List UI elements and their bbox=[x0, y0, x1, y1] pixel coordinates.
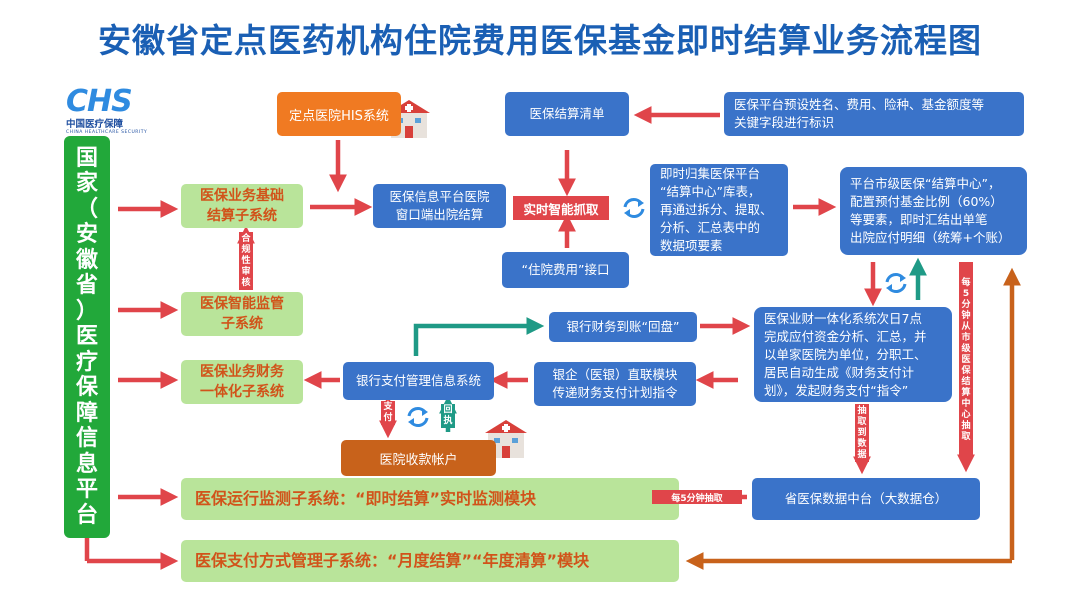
node-city-center: 平台市级医保“结算中心”， 配置预付基金比例（60%） 等要素，即时汇结出单笔 … bbox=[840, 167, 1027, 255]
node-label: 医保业财一体化系统次日7点 bbox=[764, 310, 922, 326]
node-payment-mode: 医保支付方式管理子系统：“月度结算”“年度清算”模块 bbox=[181, 540, 679, 582]
node-label: 再通过拆分、提取、 bbox=[660, 202, 773, 217]
node-label: 子系统 bbox=[221, 316, 263, 332]
node-label: 以单家医院为单位，分职工、 bbox=[764, 346, 927, 362]
node-label: 关键字段进行标识 bbox=[734, 115, 835, 130]
node-bank-direct: 银企（医银）直联模块 传递财务支付计划指令 bbox=[534, 362, 696, 406]
node-label: 医院收款帐户 bbox=[379, 452, 458, 468]
label-text: 合规性审核 bbox=[241, 233, 251, 288]
node-label: 医保智能监管 bbox=[200, 296, 284, 312]
node-label: 即时归集医保平台 bbox=[660, 166, 761, 181]
node-label: 数据项要素 bbox=[660, 238, 723, 253]
node-label: 完成应付资金分析、汇总，并 bbox=[764, 328, 927, 344]
platform-char: （ bbox=[75, 196, 98, 222]
hospital-building-icon bbox=[485, 420, 527, 458]
platform-char: 平 bbox=[75, 477, 98, 503]
platform-char: 疗 bbox=[75, 349, 98, 375]
platform-char: 障 bbox=[75, 400, 98, 426]
node-inpatient-api: “住院费用”接口 bbox=[502, 252, 629, 288]
node-label: 银行财务到账“回盘” bbox=[566, 319, 680, 334]
platform-char: 医 bbox=[75, 324, 98, 350]
label-text: 支付 bbox=[383, 402, 393, 423]
label-every5-short: 每5分钟抽取 bbox=[652, 490, 742, 504]
logo-mark: CHS bbox=[66, 84, 133, 119]
node-label: “住院费用”接口 bbox=[521, 262, 610, 277]
node-label: “结算中心”库表， bbox=[660, 184, 761, 199]
node-label: 银行支付管理信息系统 bbox=[355, 373, 481, 388]
node-label: 医保运行监测子系统：“即时结算”实时监测模块 bbox=[195, 489, 537, 508]
node-label: 医保信息平台医院 bbox=[389, 189, 490, 204]
node-hospital-window: 医保信息平台医院 窗口端出院结算 bbox=[373, 184, 506, 228]
node-smart-supervision: 医保智能监管 子系统 bbox=[181, 292, 303, 336]
node-label: 结算子系统 bbox=[207, 208, 277, 224]
node-label: 配置预付基金比例（60%） bbox=[850, 194, 1003, 209]
platform-char: 国 bbox=[75, 145, 98, 171]
platform-char: 保 bbox=[75, 375, 98, 401]
node-bank-reconciliation: 银行财务到账“回盘” bbox=[549, 312, 697, 342]
node-label: 医保业务基础 bbox=[200, 188, 284, 204]
label-text: 每5分钟从市级医保结算中心抽取 bbox=[961, 277, 971, 442]
node-label: 一体化子系统 bbox=[200, 384, 284, 400]
node-label: 医保平台预设姓名、费用、险种、基金额度等 bbox=[734, 97, 985, 112]
logo-cn: 中国医疗保障 bbox=[66, 119, 124, 130]
label-pay: 支付 bbox=[381, 401, 395, 425]
node-preset-fields: 医保平台预设姓名、费用、险种、基金额度等 关键字段进行标识 bbox=[724, 92, 1024, 136]
platform-char: 安 bbox=[75, 222, 98, 248]
label-receipt: 回执 bbox=[441, 404, 455, 428]
label-text: 回执 bbox=[443, 405, 453, 426]
platform-char: 息 bbox=[75, 451, 98, 477]
node-finance-subsystem: 医保业务财务 一体化子系统 bbox=[181, 360, 303, 404]
node-hospital-account: 医院收款帐户 bbox=[341, 440, 496, 476]
chs-logo: CHS 中国医疗保障 CHINA HEALTHCARE SECURITY bbox=[66, 84, 166, 136]
logo-en: CHINA HEALTHCARE SECURITY bbox=[66, 130, 148, 135]
node-label: 等要素，即时汇结出单笔 bbox=[850, 212, 988, 227]
node-label: 分析、汇总表中的 bbox=[660, 220, 761, 235]
platform-char: 台 bbox=[75, 502, 98, 528]
node-hospital-his: 定点医院HIS系统 bbox=[277, 92, 401, 136]
node-label: 出院应付明细（统筹+个账） bbox=[850, 230, 1011, 245]
node-label: 省医保数据中台（大数据仓） bbox=[784, 491, 948, 506]
label-every5-city: 每5分钟从市级医保结算中心抽取 bbox=[959, 262, 973, 458]
refresh-cycle-icon bbox=[885, 273, 907, 293]
label-compliance: 合规性审核 bbox=[239, 232, 253, 290]
node-label: 医保结算清单 bbox=[529, 106, 605, 121]
label-text: 抽取到数据 bbox=[857, 405, 867, 460]
node-label: 平台市级医保“结算中心”， bbox=[850, 176, 1001, 191]
refresh-cycle-icon bbox=[623, 198, 645, 218]
label-smart-capture: 实时智能抓取 bbox=[513, 196, 609, 220]
page-title: 安徽省定点医药机构住院费用医保基金即时结算业务流程图 bbox=[98, 21, 982, 60]
node-label: 划》，发起财务支付“指令” bbox=[764, 382, 909, 398]
node-label: 传递财务支付计划指令 bbox=[552, 385, 678, 400]
platform-char: 省 bbox=[75, 273, 98, 299]
node-label: 定点医院HIS系统 bbox=[289, 108, 389, 124]
platform-char: 信 bbox=[75, 426, 98, 452]
refresh-cycle-icon bbox=[407, 407, 429, 427]
node-label: 居民自动生成《财务支付计 bbox=[764, 364, 915, 380]
platform-char: ） bbox=[75, 298, 98, 324]
node-label: 医保业务财务 bbox=[200, 364, 284, 380]
node-finance-integration: 医保业财一体化系统次日7点 完成应付资金分析、汇总，并 以单家医院为单位，分职工… bbox=[754, 307, 952, 402]
platform-char: 徽 bbox=[75, 247, 98, 273]
node-runtime-monitor: 医保运行监测子系统：“即时结算”实时监测模块 bbox=[181, 478, 679, 520]
node-label: 银企（医银）直联模块 bbox=[552, 367, 678, 382]
arrow bbox=[413, 317, 545, 356]
node-label: 医保支付方式管理子系统：“月度结算”“年度清算”模块 bbox=[195, 551, 590, 570]
node-collect-data: 即时归集医保平台 “结算中心”库表， 再通过拆分、提取、 分析、汇总表中的 数据… bbox=[650, 164, 788, 256]
node-settle-list: 医保结算清单 bbox=[505, 92, 629, 136]
platform-char: 家 bbox=[75, 171, 98, 197]
label-extract-to: 抽取到数据 bbox=[855, 404, 869, 462]
node-bank-payment-system: 银行支付管理信息系统 bbox=[343, 362, 494, 400]
node-label: 窗口端出院结算 bbox=[395, 207, 484, 222]
node-basic-settlement: 医保业务基础 结算子系统 bbox=[181, 184, 303, 228]
platform-bar: 国 家 （ 安 徽 省 ） 医 疗 保 障 信 息 平 台 bbox=[64, 136, 110, 538]
node-data-center: 省医保数据中台（大数据仓） bbox=[752, 478, 980, 520]
